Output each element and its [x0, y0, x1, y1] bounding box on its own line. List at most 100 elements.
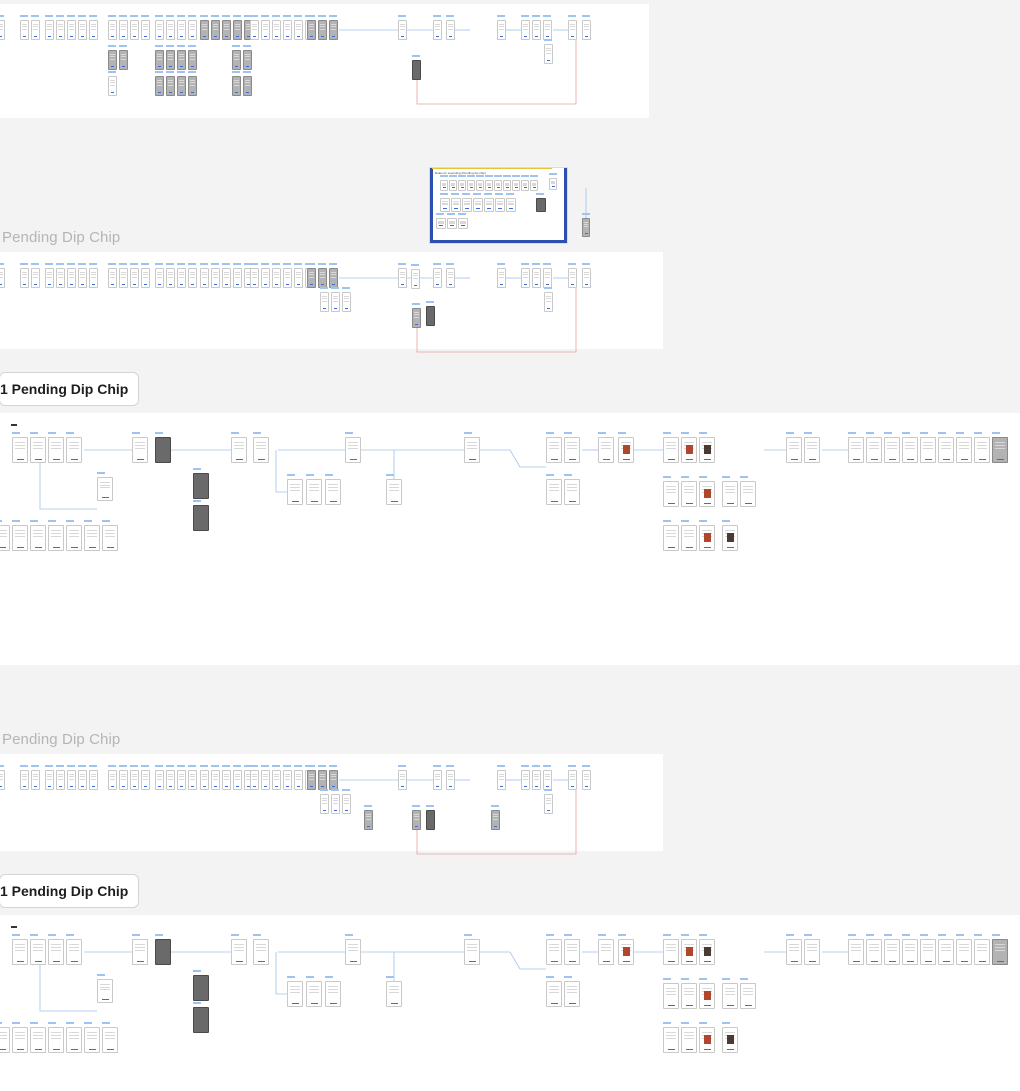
screen-thumbnail[interactable] — [12, 939, 28, 965]
screen-thumbnail[interactable] — [177, 268, 186, 288]
screen-thumbnail[interactable] — [108, 50, 117, 70]
screen-thumbnail[interactable] — [544, 44, 553, 64]
screen-thumbnail[interactable] — [48, 939, 64, 965]
screen-thumbnail[interactable] — [722, 481, 738, 507]
screen-thumbnail[interactable] — [193, 473, 209, 499]
screen-thumbnail[interactable] — [426, 306, 435, 326]
screen-thumbnail[interactable] — [89, 268, 98, 288]
screen-thumbnail[interactable] — [485, 180, 493, 191]
screen-thumbnail[interactable] — [740, 481, 756, 507]
screen-thumbnail[interactable] — [546, 437, 562, 463]
screen-thumbnail[interactable] — [473, 198, 483, 212]
screen-thumbnail[interactable] — [45, 770, 54, 790]
screen-thumbnail[interactable] — [78, 268, 87, 288]
screen-thumbnail[interactable] — [287, 479, 303, 505]
screen-thumbnail[interactable] — [433, 20, 442, 40]
screen-thumbnail[interactable] — [411, 269, 420, 289]
screen-thumbnail[interactable] — [233, 770, 242, 790]
screen-thumbnail[interactable] — [398, 770, 407, 790]
section-chip-d[interactable]: 1 Pending Dip Chip — [0, 874, 140, 908]
screen-thumbnail[interactable] — [155, 770, 164, 790]
screen-thumbnail[interactable] — [681, 525, 697, 551]
screen-thumbnail[interactable] — [130, 770, 139, 790]
screen-thumbnail[interactable] — [67, 268, 76, 288]
screen-thumbnail[interactable] — [211, 770, 220, 790]
screen-thumbnail[interactable] — [325, 981, 341, 1007]
screen-thumbnail[interactable] — [398, 268, 407, 288]
screen-thumbnail[interactable] — [45, 20, 54, 40]
screen-thumbnail[interactable] — [618, 939, 634, 965]
screen-thumbnail[interactable] — [342, 794, 351, 814]
screen-thumbnail[interactable] — [568, 20, 577, 40]
screen-thumbnail[interactable] — [464, 437, 480, 463]
screen-thumbnail[interactable] — [66, 1027, 82, 1053]
screen-thumbnail[interactable] — [722, 983, 738, 1009]
screen-thumbnail[interactable] — [318, 20, 327, 40]
screen-thumbnail[interactable] — [462, 198, 472, 212]
screen-thumbnail[interactable] — [884, 437, 900, 463]
screen-thumbnail[interactable] — [31, 20, 40, 40]
screen-thumbnail[interactable] — [598, 939, 614, 965]
screen-thumbnail[interactable] — [283, 20, 292, 40]
screen-thumbnail[interactable] — [848, 437, 864, 463]
screen-thumbnail[interactable] — [866, 939, 882, 965]
screen-thumbnail[interactable] — [331, 292, 340, 312]
screen-thumbnail[interactable] — [30, 939, 46, 965]
screen-thumbnail[interactable] — [992, 939, 1008, 965]
screen-thumbnail[interactable] — [412, 308, 421, 328]
screen-thumbnail[interactable] — [446, 20, 455, 40]
screen-thumbnail[interactable] — [938, 939, 954, 965]
screen-thumbnail[interactable] — [458, 218, 468, 229]
screen-thumbnail[interactable] — [974, 939, 990, 965]
screen-thumbnail[interactable] — [141, 268, 150, 288]
screen-thumbnail[interactable] — [938, 437, 954, 463]
screen-thumbnail[interactable] — [155, 268, 164, 288]
screen-thumbnail[interactable] — [920, 939, 936, 965]
screen-thumbnail[interactable] — [902, 437, 918, 463]
screen-thumbnail[interactable] — [232, 76, 241, 96]
screen-thumbnail[interactable] — [272, 20, 281, 40]
screen-thumbnail[interactable] — [699, 525, 715, 551]
screen-thumbnail[interactable] — [582, 218, 590, 237]
screen-thumbnail[interactable] — [294, 20, 303, 40]
screen-thumbnail[interactable] — [188, 50, 197, 70]
screen-thumbnail[interactable] — [283, 770, 292, 790]
screen-thumbnail[interactable] — [166, 268, 175, 288]
screen-thumbnail[interactable] — [681, 939, 697, 965]
screen-thumbnail[interactable] — [543, 268, 552, 288]
screen-thumbnail[interactable] — [130, 20, 139, 40]
screen-thumbnail[interactable] — [532, 268, 541, 288]
screen-thumbnail[interactable] — [108, 20, 117, 40]
screen-thumbnail[interactable] — [177, 770, 186, 790]
screen-thumbnail[interactable] — [188, 268, 197, 288]
screen-thumbnail[interactable] — [582, 20, 591, 40]
screen-thumbnail[interactable] — [141, 20, 150, 40]
screen-thumbnail[interactable] — [250, 268, 259, 288]
screen-thumbnail[interactable] — [497, 770, 506, 790]
screen-thumbnail[interactable] — [188, 770, 197, 790]
screen-thumbnail[interactable] — [663, 939, 679, 965]
screen-thumbnail[interactable] — [804, 437, 820, 463]
screen-thumbnail[interactable] — [386, 981, 402, 1007]
screen-thumbnail[interactable] — [108, 268, 117, 288]
screen-thumbnail[interactable] — [512, 180, 520, 191]
screen-thumbnail[interactable] — [491, 810, 500, 830]
screen-thumbnail[interactable] — [320, 794, 329, 814]
screen-thumbnail[interactable] — [48, 525, 64, 551]
screen-thumbnail[interactable] — [188, 20, 197, 40]
screen-thumbnail[interactable] — [549, 178, 557, 190]
screen-thumbnail[interactable] — [0, 20, 5, 40]
screen-thumbnail[interactable] — [564, 479, 580, 505]
screen-thumbnail[interactable] — [177, 50, 186, 70]
screen-thumbnail[interactable] — [345, 437, 361, 463]
screen-thumbnail[interactable] — [66, 525, 82, 551]
screen-thumbnail[interactable] — [155, 50, 164, 70]
screen-thumbnail[interactable] — [253, 437, 269, 463]
screen-thumbnail[interactable] — [0, 1027, 10, 1053]
section-chip-b[interactable]: 1 Pending Dip Chip — [0, 372, 140, 406]
screen-thumbnail[interactable] — [786, 939, 802, 965]
screen-thumbnail[interactable] — [663, 525, 679, 551]
screen-thumbnail[interactable] — [342, 292, 351, 312]
screen-thumbnail[interactable] — [495, 198, 505, 212]
screen-thumbnail[interactable] — [530, 180, 538, 191]
